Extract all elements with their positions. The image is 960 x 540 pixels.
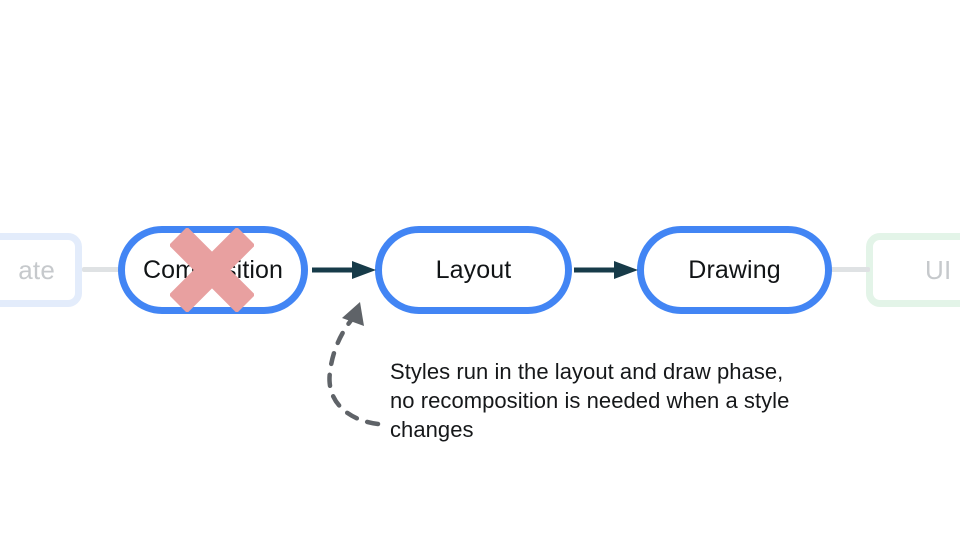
ghost-node-ui-label: UI	[925, 254, 952, 285]
connector-drawing-to-ui	[828, 267, 870, 272]
ghost-node-state: ate	[0, 233, 82, 307]
phase-node-layout-label: Layout	[435, 255, 512, 284]
ghost-node-ui: UI	[866, 233, 960, 307]
curved-dashed-arrow-icon	[327, 302, 381, 427]
phase-node-composition[interactable]: Composition	[118, 226, 308, 314]
annotation-text: Styles run in the layout and draw phase,…	[390, 359, 790, 442]
ghost-node-state-label: ate	[18, 254, 55, 285]
arrow-right-icon-layout-to-drawing	[574, 261, 638, 279]
phase-node-drawing[interactable]: Drawing	[637, 226, 832, 314]
phase-node-layout[interactable]: Layout	[375, 226, 572, 314]
phase-node-drawing-label: Drawing	[688, 255, 781, 284]
connector-state-to-composition	[82, 267, 122, 272]
phase-node-composition-label: Composition	[142, 255, 284, 284]
arrow-right-icon-composition-to-layout	[312, 261, 376, 279]
